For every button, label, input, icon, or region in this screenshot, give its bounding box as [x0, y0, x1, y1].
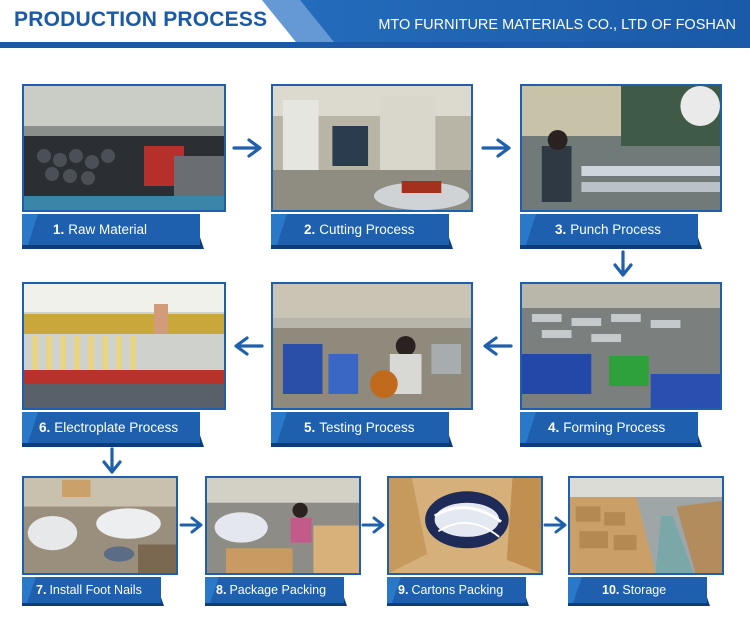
step-number: 6.	[39, 419, 51, 435]
step-raw-material: 1.Raw Material	[22, 84, 226, 249]
package-packing-photo	[205, 476, 361, 575]
step-6-label: 6.Electroplate Process	[22, 412, 204, 447]
step-10-label: 10.Storage	[568, 577, 710, 606]
arrow-right-icon	[481, 138, 511, 158]
step-number: 8.	[216, 582, 227, 597]
step-name: Forming Process	[563, 419, 666, 435]
step-name: Testing Process	[319, 419, 415, 435]
step-number: 2.	[304, 221, 316, 237]
arrow-left-icon	[483, 336, 513, 356]
step-install-foot-nails: 7.Install Foot Nails	[22, 476, 178, 606]
forming-process-photo	[520, 282, 722, 410]
raw-material-photo	[22, 84, 226, 212]
step-name: Cartons Packing	[411, 582, 504, 597]
step-4-label: 4.Forming Process	[520, 412, 702, 447]
step-number: 7.	[36, 582, 47, 597]
company-name: MTO FURNITURE MATERIALS CO., LTD OF FOSH…	[378, 17, 736, 33]
step-cutting-process: 2.Cutting Process	[271, 84, 473, 249]
step-5-label: 5.Testing Process	[271, 412, 453, 447]
step-name: Electroplate Process	[54, 419, 179, 435]
step-7-label: 7.Install Foot Nails	[22, 577, 164, 606]
header-background	[0, 0, 750, 48]
step-number: 9.	[398, 582, 409, 597]
step-number: 1.	[53, 221, 65, 237]
testing-process-photo	[271, 282, 473, 410]
step-8-label: 8.Package Packing	[205, 577, 347, 606]
step-1-label: 1.Raw Material	[22, 214, 204, 249]
storage-photo	[568, 476, 724, 575]
arrow-right-icon	[179, 516, 203, 534]
arrow-right-icon	[543, 516, 567, 534]
arrow-down-icon	[613, 250, 633, 277]
electroplate-process-photo	[22, 282, 226, 410]
cutting-process-photo	[271, 84, 473, 212]
step-storage: 10.Storage	[568, 476, 724, 606]
step-3-label: 3.Punch Process	[520, 214, 702, 249]
step-number: 3.	[555, 221, 567, 237]
step-number: 5.	[304, 419, 316, 435]
page-title: PRODUCTION PROCESS	[14, 8, 268, 31]
arrow-down-icon	[102, 447, 122, 474]
step-forming-process: 4.Forming Process	[520, 282, 722, 447]
step-2-label: 2.Cutting Process	[271, 214, 453, 249]
cartons-packing-photo	[387, 476, 543, 575]
step-name: Cutting Process	[319, 221, 415, 237]
punch-process-photo	[520, 84, 722, 212]
step-name: Storage	[622, 582, 667, 597]
step-punch-process: 3.Punch Process	[520, 84, 722, 249]
step-name: Raw Material	[68, 221, 148, 237]
arrow-right-icon	[232, 138, 262, 158]
step-number: 4.	[548, 419, 560, 435]
step-electroplate-process: 6.Electroplate Process	[22, 282, 226, 447]
install-foot-nails-photo	[22, 476, 178, 575]
step-testing-process: 5.Testing Process	[271, 282, 473, 447]
step-name: Punch Process	[570, 221, 662, 237]
step-number: 10.	[602, 582, 620, 597]
step-package-packing: 8.Package Packing	[205, 476, 361, 606]
header-banner: PRODUCTION PROCESS MTO FURNITURE MATERIA…	[0, 0, 750, 48]
arrow-left-icon	[234, 336, 264, 356]
step-9-label: 9.Cartons Packing	[387, 577, 529, 606]
step-name: Package Packing	[229, 582, 327, 597]
step-cartons-packing: 9.Cartons Packing	[387, 476, 543, 606]
step-name: Install Foot Nails	[49, 582, 142, 597]
arrow-right-icon	[361, 516, 385, 534]
